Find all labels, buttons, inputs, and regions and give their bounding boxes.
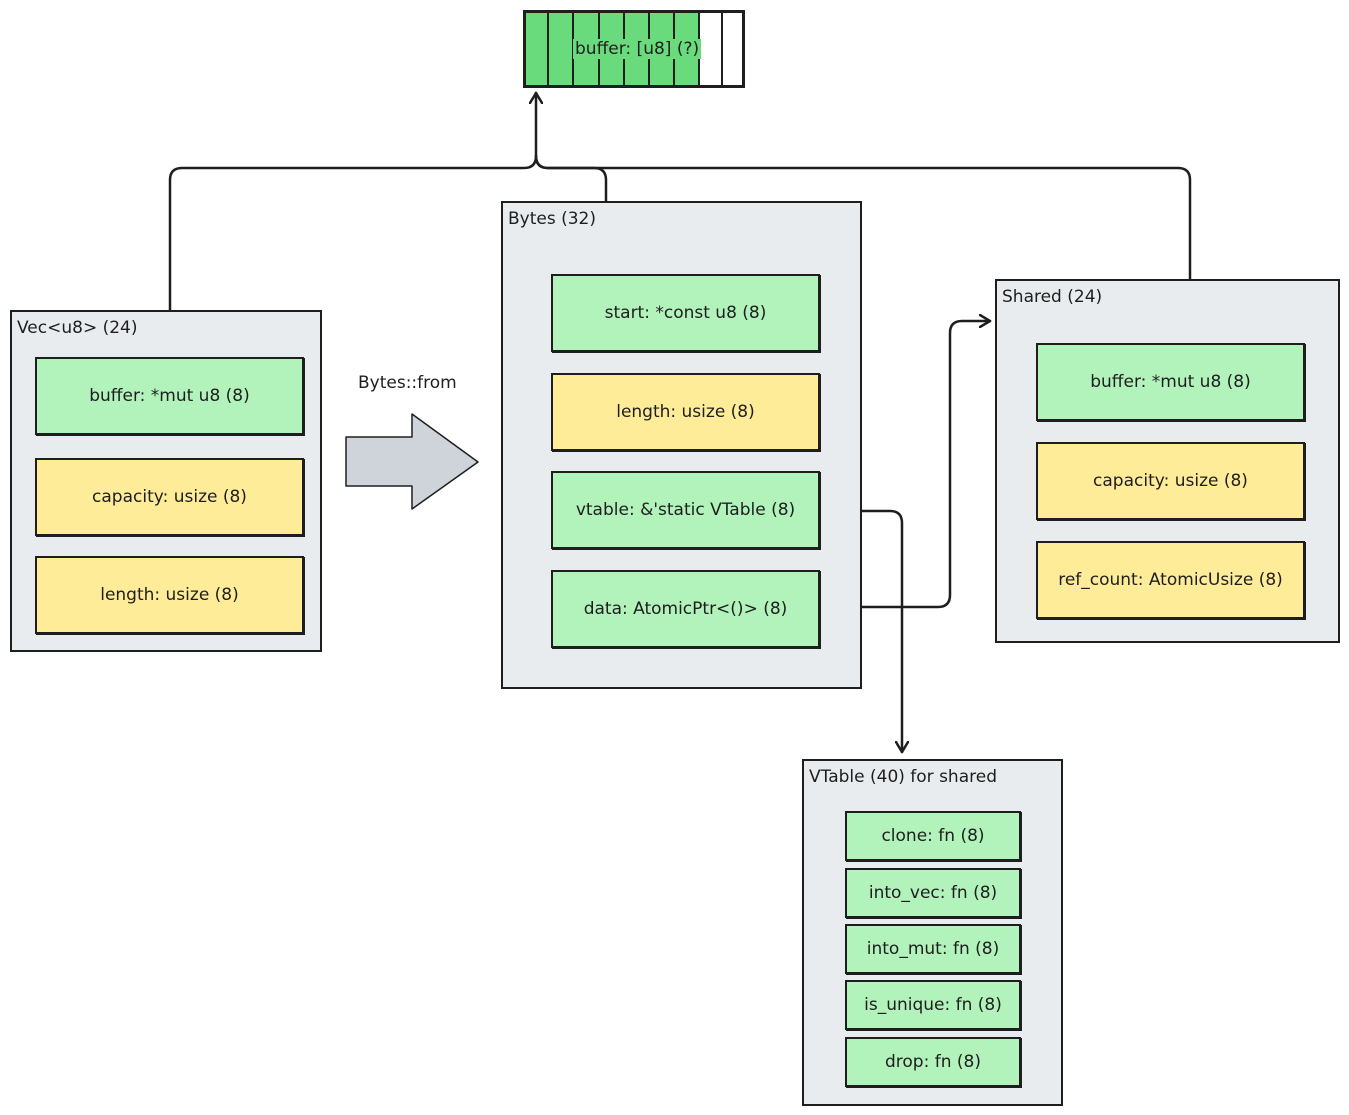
- vec-length-field: length: usize (8): [35, 556, 304, 634]
- bytes-length-field: length: usize (8): [551, 373, 820, 451]
- buffer-cell-divider: [547, 13, 549, 85]
- buffer-array: buffer: [u8] (?): [523, 10, 745, 88]
- bytes-from-conversion-arrow: [345, 413, 479, 510]
- vtable-is-unique-field: is_unique: fn (8): [845, 980, 1021, 1030]
- vec-title: Vec<u8> (24): [17, 318, 138, 338]
- buffer-label: buffer: [u8] (?): [573, 39, 702, 59]
- vtable-into-mut-field: into_mut: fn (8): [845, 924, 1021, 974]
- shared-capacity-field: capacity: usize (8): [1036, 442, 1305, 520]
- bytes-vtable-field: vtable: &'static VTable (8): [551, 471, 820, 549]
- bytes-start-field: start: *const u8 (8): [551, 274, 820, 352]
- vtable-into-vec-field: into_vec: fn (8): [845, 868, 1021, 918]
- shared-buffer-to-buffer-line: [534, 154, 1192, 339]
- buffer-cell-divider: [721, 13, 723, 85]
- vtable-pointer-arrow: [824, 509, 902, 754]
- bytes-data-field: data: AtomicPtr<()> (8): [551, 570, 820, 648]
- vec-buffer-field: buffer: *mut u8 (8): [35, 357, 304, 435]
- vec-capacity-field: capacity: usize (8): [35, 458, 304, 536]
- shared-title: Shared (24): [1002, 287, 1103, 307]
- shared-buffer-field: buffer: *mut u8 (8): [1036, 343, 1305, 421]
- data-pointer-arrow: [824, 321, 992, 609]
- vtable-drop-field: drop: fn (8): [845, 1037, 1021, 1087]
- bytes-title: Bytes (32): [508, 209, 597, 229]
- vtable-title: VTable (40) for shared: [809, 767, 997, 787]
- vtable-clone-field: clone: fn (8): [845, 811, 1021, 861]
- conversion-label: Bytes::from: [358, 373, 457, 393]
- shared-ref-count-field: ref_count: AtomicUsize (8): [1036, 541, 1305, 619]
